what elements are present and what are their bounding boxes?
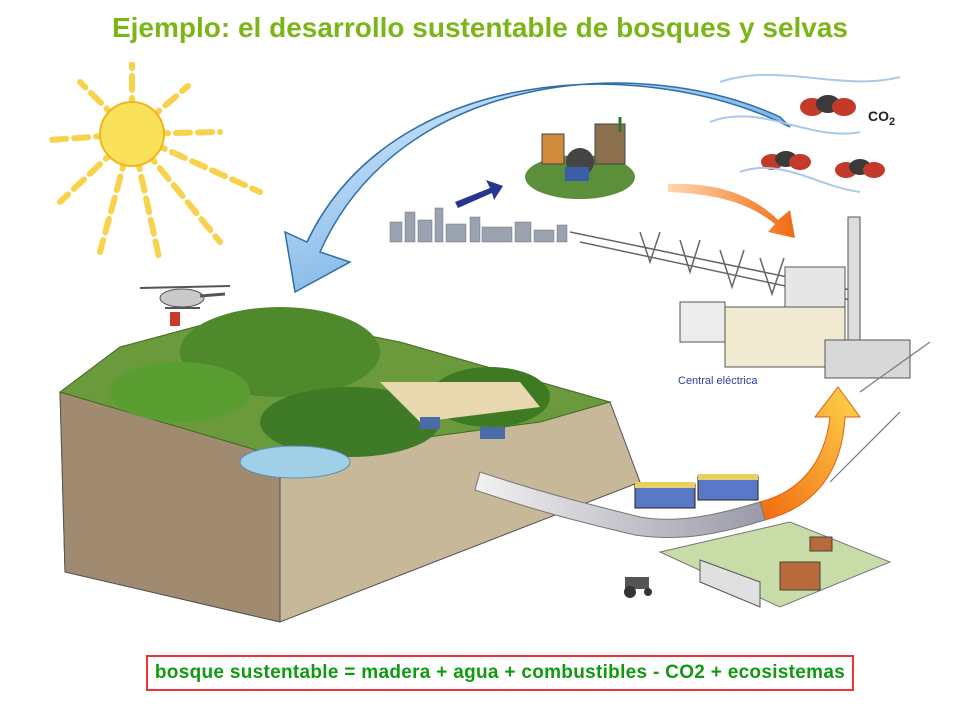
power-plant bbox=[679, 216, 911, 379]
goods-pile bbox=[525, 117, 635, 199]
co2-label: CO2 bbox=[868, 108, 895, 128]
orange-transfer-arrow bbox=[668, 183, 795, 238]
co2-text: CO bbox=[868, 108, 889, 124]
sustainability-equation-box: bosque sustentable = madera + agua + com… bbox=[146, 655, 854, 691]
co2-molecule-icon bbox=[709, 73, 901, 193]
blue-return-arrow bbox=[284, 82, 791, 294]
sustainable-forest-illustration bbox=[47, 62, 931, 623]
forest-landscape bbox=[58, 307, 641, 623]
sun-icon bbox=[47, 62, 263, 265]
power-plant-label: Central eléctrica bbox=[678, 375, 758, 387]
tractor-icon bbox=[624, 577, 652, 598]
fence bbox=[829, 341, 931, 483]
city-skyline bbox=[389, 207, 568, 243]
page-title: Ejemplo: el desarrollo sustentable de bo… bbox=[111, 12, 849, 43]
farm-buildings bbox=[624, 521, 892, 608]
small-blue-arrow bbox=[455, 180, 503, 208]
train-icon bbox=[634, 474, 759, 509]
transport-road bbox=[474, 471, 766, 539]
helicopter-icon bbox=[139, 285, 231, 326]
co2-subscript: 2 bbox=[889, 115, 896, 128]
orange-energy-arrow bbox=[759, 386, 861, 521]
